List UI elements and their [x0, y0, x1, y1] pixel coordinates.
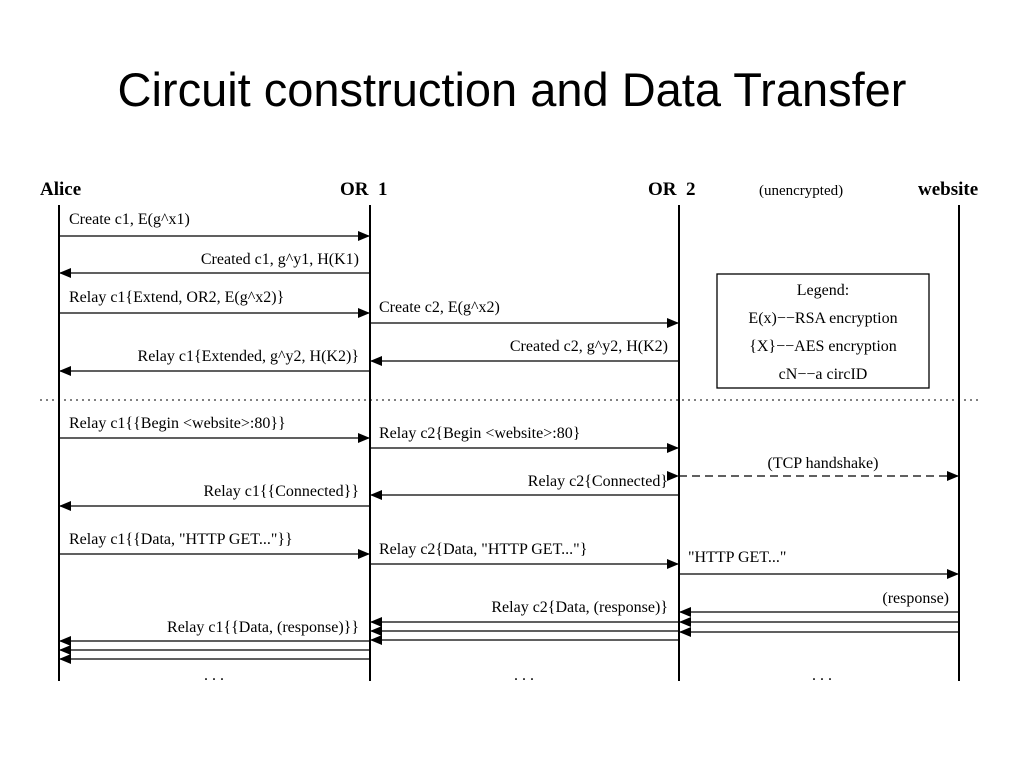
msg-relay-connected-c1-label: Relay c1{{Connected}} [203, 483, 359, 500]
legend-rsa: E(x)−−RSA encryption [748, 310, 897, 327]
unencrypted-note: (unencrypted) [759, 183, 843, 199]
msg-create-c2-label: Create c2, E(g^x2) [379, 299, 500, 316]
participant-or2: OR 2 [648, 179, 696, 200]
msg-http-get-label: "HTTP GET..." [688, 549, 786, 566]
slide-title: Circuit construction and Data Transfer [117, 63, 907, 116]
participant-website: website [918, 179, 978, 200]
msg-relay-connected-c2-label: Relay c2{Connected} [528, 473, 668, 490]
legend-circid: cN−−a circID [779, 366, 868, 383]
msg-relay-begin-c2-label: Relay c2{Begin <website>:80} [379, 425, 580, 442]
msg-relay-extend-label: Relay c1{Extend, OR2, E(g^x2)} [69, 289, 284, 306]
msg-create-c1-label: Create c1, E(g^x1) [69, 211, 190, 228]
msg-relay-data-c2-label: Relay c2{Data, "HTTP GET..."} [379, 541, 587, 558]
participant-or1: OR 1 [340, 179, 388, 200]
legend-aes: {X}−−AES encryption [749, 338, 897, 355]
legend-box [716, 273, 930, 389]
msg-relay-data-c1-label: Relay c1{{Data, "HTTP GET..."}} [69, 531, 293, 548]
msg-response-label: (response) [882, 590, 949, 607]
msg-created-c2-label: Created c2, g^y2, H(K2) [510, 338, 668, 355]
msg-relay-begin-c1-label: Relay c1{{Begin <website>:80}} [69, 415, 286, 432]
msg-tcp-handshake-label: (TCP handshake) [768, 455, 879, 472]
legend-title: Legend: [797, 282, 849, 299]
ellipsis-1: . . . [204, 667, 224, 684]
msg-relay-extended-label: Relay c1{Extended, g^y2, H(K2)} [138, 348, 359, 365]
ellipsis-2: . . . [514, 667, 534, 684]
ellipsis-3: . . . [812, 667, 832, 684]
participant-alice: Alice [40, 179, 81, 200]
msg-created-c1-label: Created c1, g^y1, H(K1) [201, 251, 359, 268]
msg-relay-response-c1-label: Relay c1{{Data, (response)}} [167, 619, 359, 636]
msg-relay-response-c2-label: Relay c2{Data, (response)} [491, 599, 668, 616]
